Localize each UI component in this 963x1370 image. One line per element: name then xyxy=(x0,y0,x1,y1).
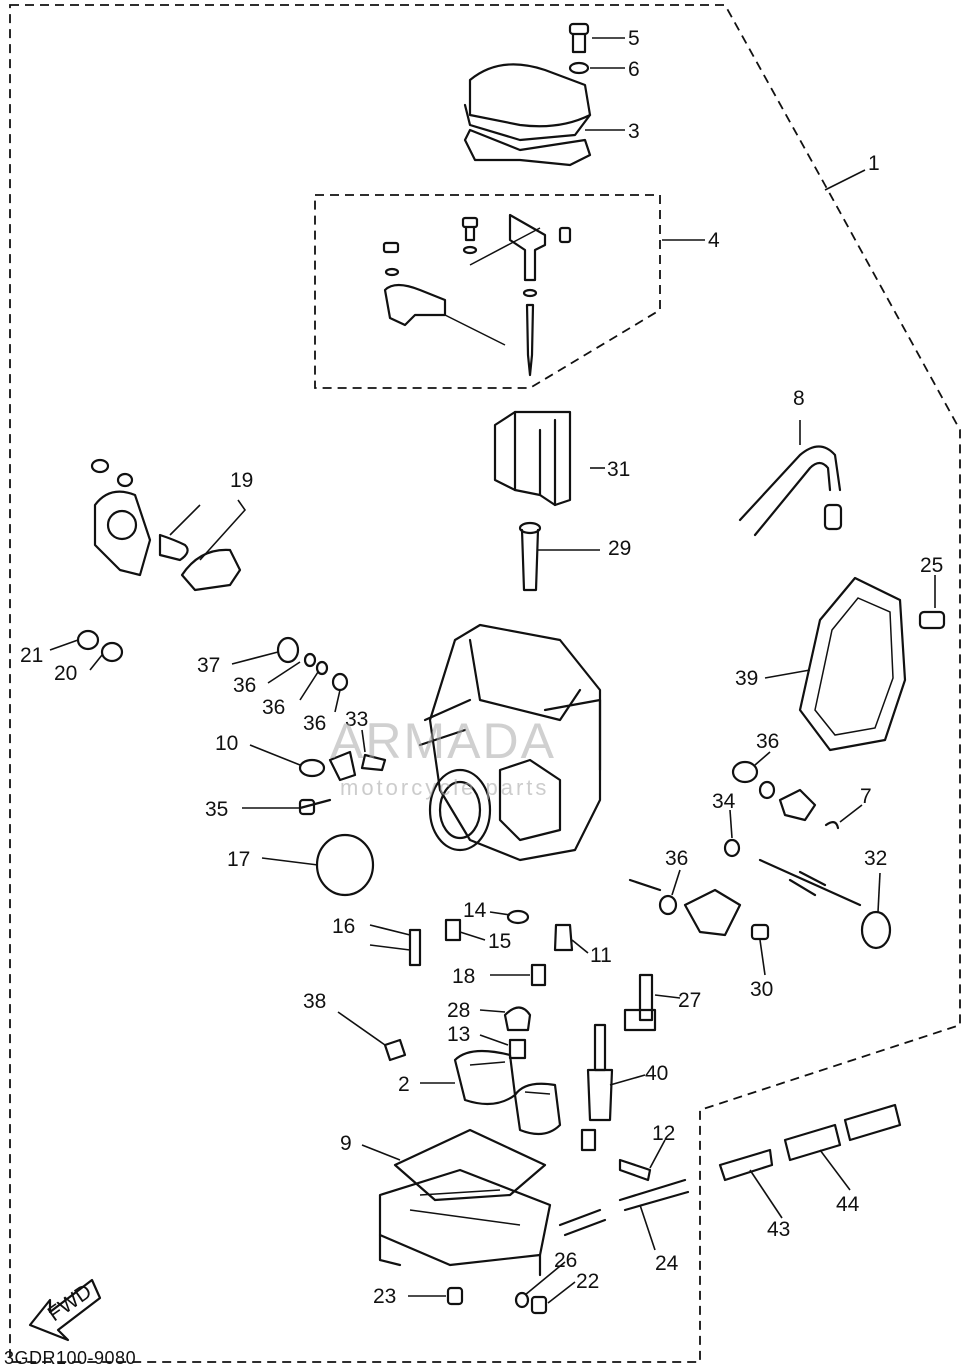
callout-36-left: 36 xyxy=(303,712,326,735)
callouts: 5 6 3 1 4 8 31 19 29 25 21 37 20 39 36 3… xyxy=(20,27,943,1308)
callout-8: 8 xyxy=(793,387,805,410)
side-cover-inner xyxy=(814,597,894,736)
choke-parts-right xyxy=(723,760,840,858)
outlet-fittings xyxy=(718,1103,902,1182)
callout-33: 33 xyxy=(345,708,368,731)
callout-36-lower: 36 xyxy=(665,847,688,870)
manifold-gasket xyxy=(315,833,375,897)
callout-4: 4 xyxy=(708,229,720,252)
callout-40: 38 xyxy=(303,990,326,1013)
callout-31: 31 xyxy=(607,458,630,481)
callout-17: 17 xyxy=(227,848,250,871)
throttle-stop-parts xyxy=(298,750,387,816)
callout-24: 24 xyxy=(655,1252,679,1275)
drain-parts xyxy=(446,1286,548,1315)
callout-16: 16 xyxy=(332,915,355,938)
leader-lines xyxy=(49,37,936,1304)
bowl-hoses xyxy=(558,1158,690,1237)
callout-19: 19 xyxy=(230,469,253,492)
callout-11: 11 xyxy=(590,944,612,967)
callout-15: 15 xyxy=(488,930,511,953)
carburetor-body xyxy=(418,623,602,862)
watermark-brand: ARMADA xyxy=(330,713,556,769)
callout-22: 22 xyxy=(576,1270,599,1293)
float-bowl xyxy=(378,1128,552,1277)
callout-28: 28 xyxy=(447,999,470,1022)
callout-35: 35 xyxy=(205,798,228,821)
fwd-arrow: FWD xyxy=(28,1278,102,1342)
floats xyxy=(453,1049,562,1136)
cover-screw-25 xyxy=(918,610,946,630)
pilot-jet-assy xyxy=(580,1023,614,1152)
callout-18: 18 xyxy=(452,965,475,988)
callout-23: 23 xyxy=(373,1285,396,1308)
callout-26: 26 xyxy=(554,1249,577,1272)
callout-2: 2 xyxy=(398,1073,410,1096)
callout-30: 30 xyxy=(750,978,773,1001)
callout-36-right: 36 xyxy=(756,730,779,753)
needle-kit-box xyxy=(314,194,661,389)
callout-14: 14 xyxy=(463,899,487,922)
callout-21: 21 xyxy=(20,644,43,667)
callout-6: 6 xyxy=(628,58,640,81)
side-cover xyxy=(798,576,907,752)
callout-25: 25 xyxy=(920,554,943,577)
callout-5: 5 xyxy=(628,27,640,50)
needle-jet xyxy=(518,521,542,592)
callout-7: 7 xyxy=(860,785,872,808)
callout-29: 29 xyxy=(608,537,631,560)
callout-13: 13 xyxy=(447,1023,470,1046)
callout-9: 9 xyxy=(340,1132,352,1155)
callout-38: 36 xyxy=(233,674,256,697)
throttle-valve-parts xyxy=(628,878,770,941)
vent-hose xyxy=(738,445,842,537)
pilot-screw xyxy=(383,1038,407,1062)
vent-hose-end xyxy=(823,503,843,531)
callout-42: 40 xyxy=(645,1062,668,1085)
callout-12: 12 xyxy=(652,1122,675,1145)
starter-plunger xyxy=(758,858,892,950)
small-rings-left xyxy=(276,636,349,692)
callout-10: 10 xyxy=(215,732,238,755)
assembly-boundary xyxy=(9,4,961,1363)
callout-1: 1 xyxy=(868,152,880,175)
callout-39: 37 xyxy=(197,654,220,677)
callout-34: 34 xyxy=(712,790,736,813)
needle-kit xyxy=(382,213,572,377)
fwd-label: FWD xyxy=(44,1280,96,1326)
cover-screw xyxy=(568,22,590,75)
callout-37: 36 xyxy=(262,696,285,719)
callout-44: 44 xyxy=(836,1193,860,1216)
document-code: 3GDR100-9080 xyxy=(4,1348,137,1368)
callout-3: 3 xyxy=(628,120,640,143)
callout-20: 20 xyxy=(54,662,77,685)
jets-group xyxy=(408,909,657,1032)
callout-27: 27 xyxy=(678,989,701,1012)
callout-32: 32 xyxy=(864,847,887,870)
top-cover xyxy=(463,63,592,167)
callout-43: 43 xyxy=(767,1218,790,1241)
callout-41: 39 xyxy=(735,667,758,690)
float-valve-parts xyxy=(503,1006,532,1060)
watermark-tagline: motorcycle parts xyxy=(340,775,550,800)
pump-cover xyxy=(90,458,242,592)
throttle-slide xyxy=(493,410,572,507)
